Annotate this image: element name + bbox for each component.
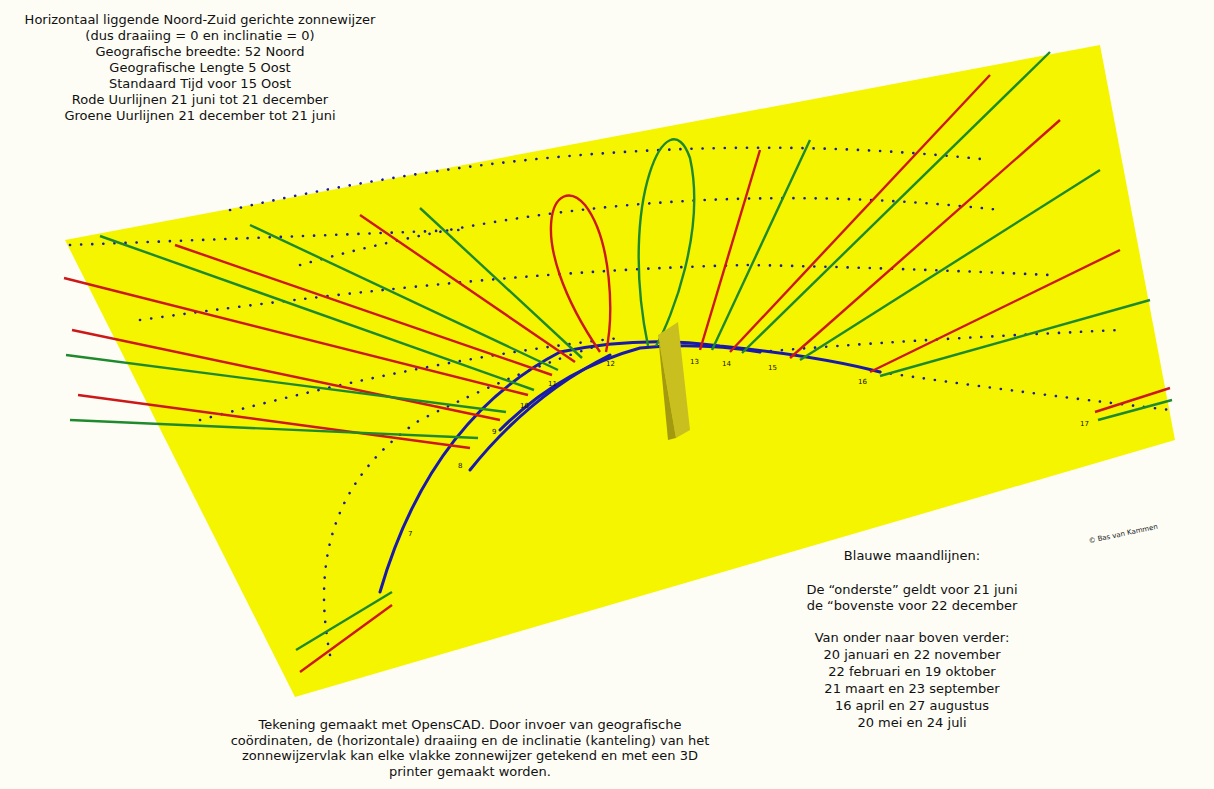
hour-number: 7 [408,530,412,538]
red-hour-lines [64,75,1170,672]
hour-number: 11 [548,380,557,388]
legend-note: Van onder naar boven verder: [722,630,1102,646]
legend-note: 20 januari en 22 november [722,647,1102,663]
legend-note: 21 maart en 23 september [722,681,1102,697]
header-text: Groene Uurlijnen 21 december tot 21 juni [0,108,410,124]
dial-plane [65,45,1175,697]
hour-number: 13 [690,358,699,366]
header-text: Rode Uurlijnen 21 juni tot 21 december [0,92,410,108]
title-text: Horizontaal liggende Noord-Zuid gerichte… [0,12,410,28]
header-text: (dus draaiing = 0 en inclinatie = 0) [0,28,410,44]
legend-note: 22 februari en 19 oktober [722,664,1102,680]
hour-number: 17 [1080,420,1089,428]
header-text: Standaard Tijd voor 15 Oost [0,76,410,92]
legend-note: Blauwe maandlijnen: [722,548,1102,564]
copyright-mark: © Bas van Kammen [1088,523,1159,546]
month-lines [60,250,880,592]
hour-number: 10 [520,402,529,410]
hour-number: 15 [768,364,777,372]
hour-number: 9 [492,428,496,436]
hour-number: 16 [858,378,867,386]
dotted-month-lines [70,148,1170,655]
legend-note: 16 april en 27 augustus [722,698,1102,714]
legend-note: De “onderste” geldt voor 21 juni [722,582,1102,598]
green-hour-lines [66,52,1172,650]
caption-text: Tekening gemaakt met OpensCAD. Door invo… [220,717,720,779]
gnomon-side [658,335,676,440]
hour-number: 14 [722,360,731,368]
legend-note: de “bovenste voor 22 december [722,598,1102,614]
header-text: Geografische breedte: 52 Noord [0,44,410,60]
hour-number: 12 [606,360,615,368]
hour-number: 8 [458,462,462,470]
legend-note: 20 mei en 24 juli [722,715,1102,731]
header-text: Geografische Lengte 5 Oost [0,60,410,76]
